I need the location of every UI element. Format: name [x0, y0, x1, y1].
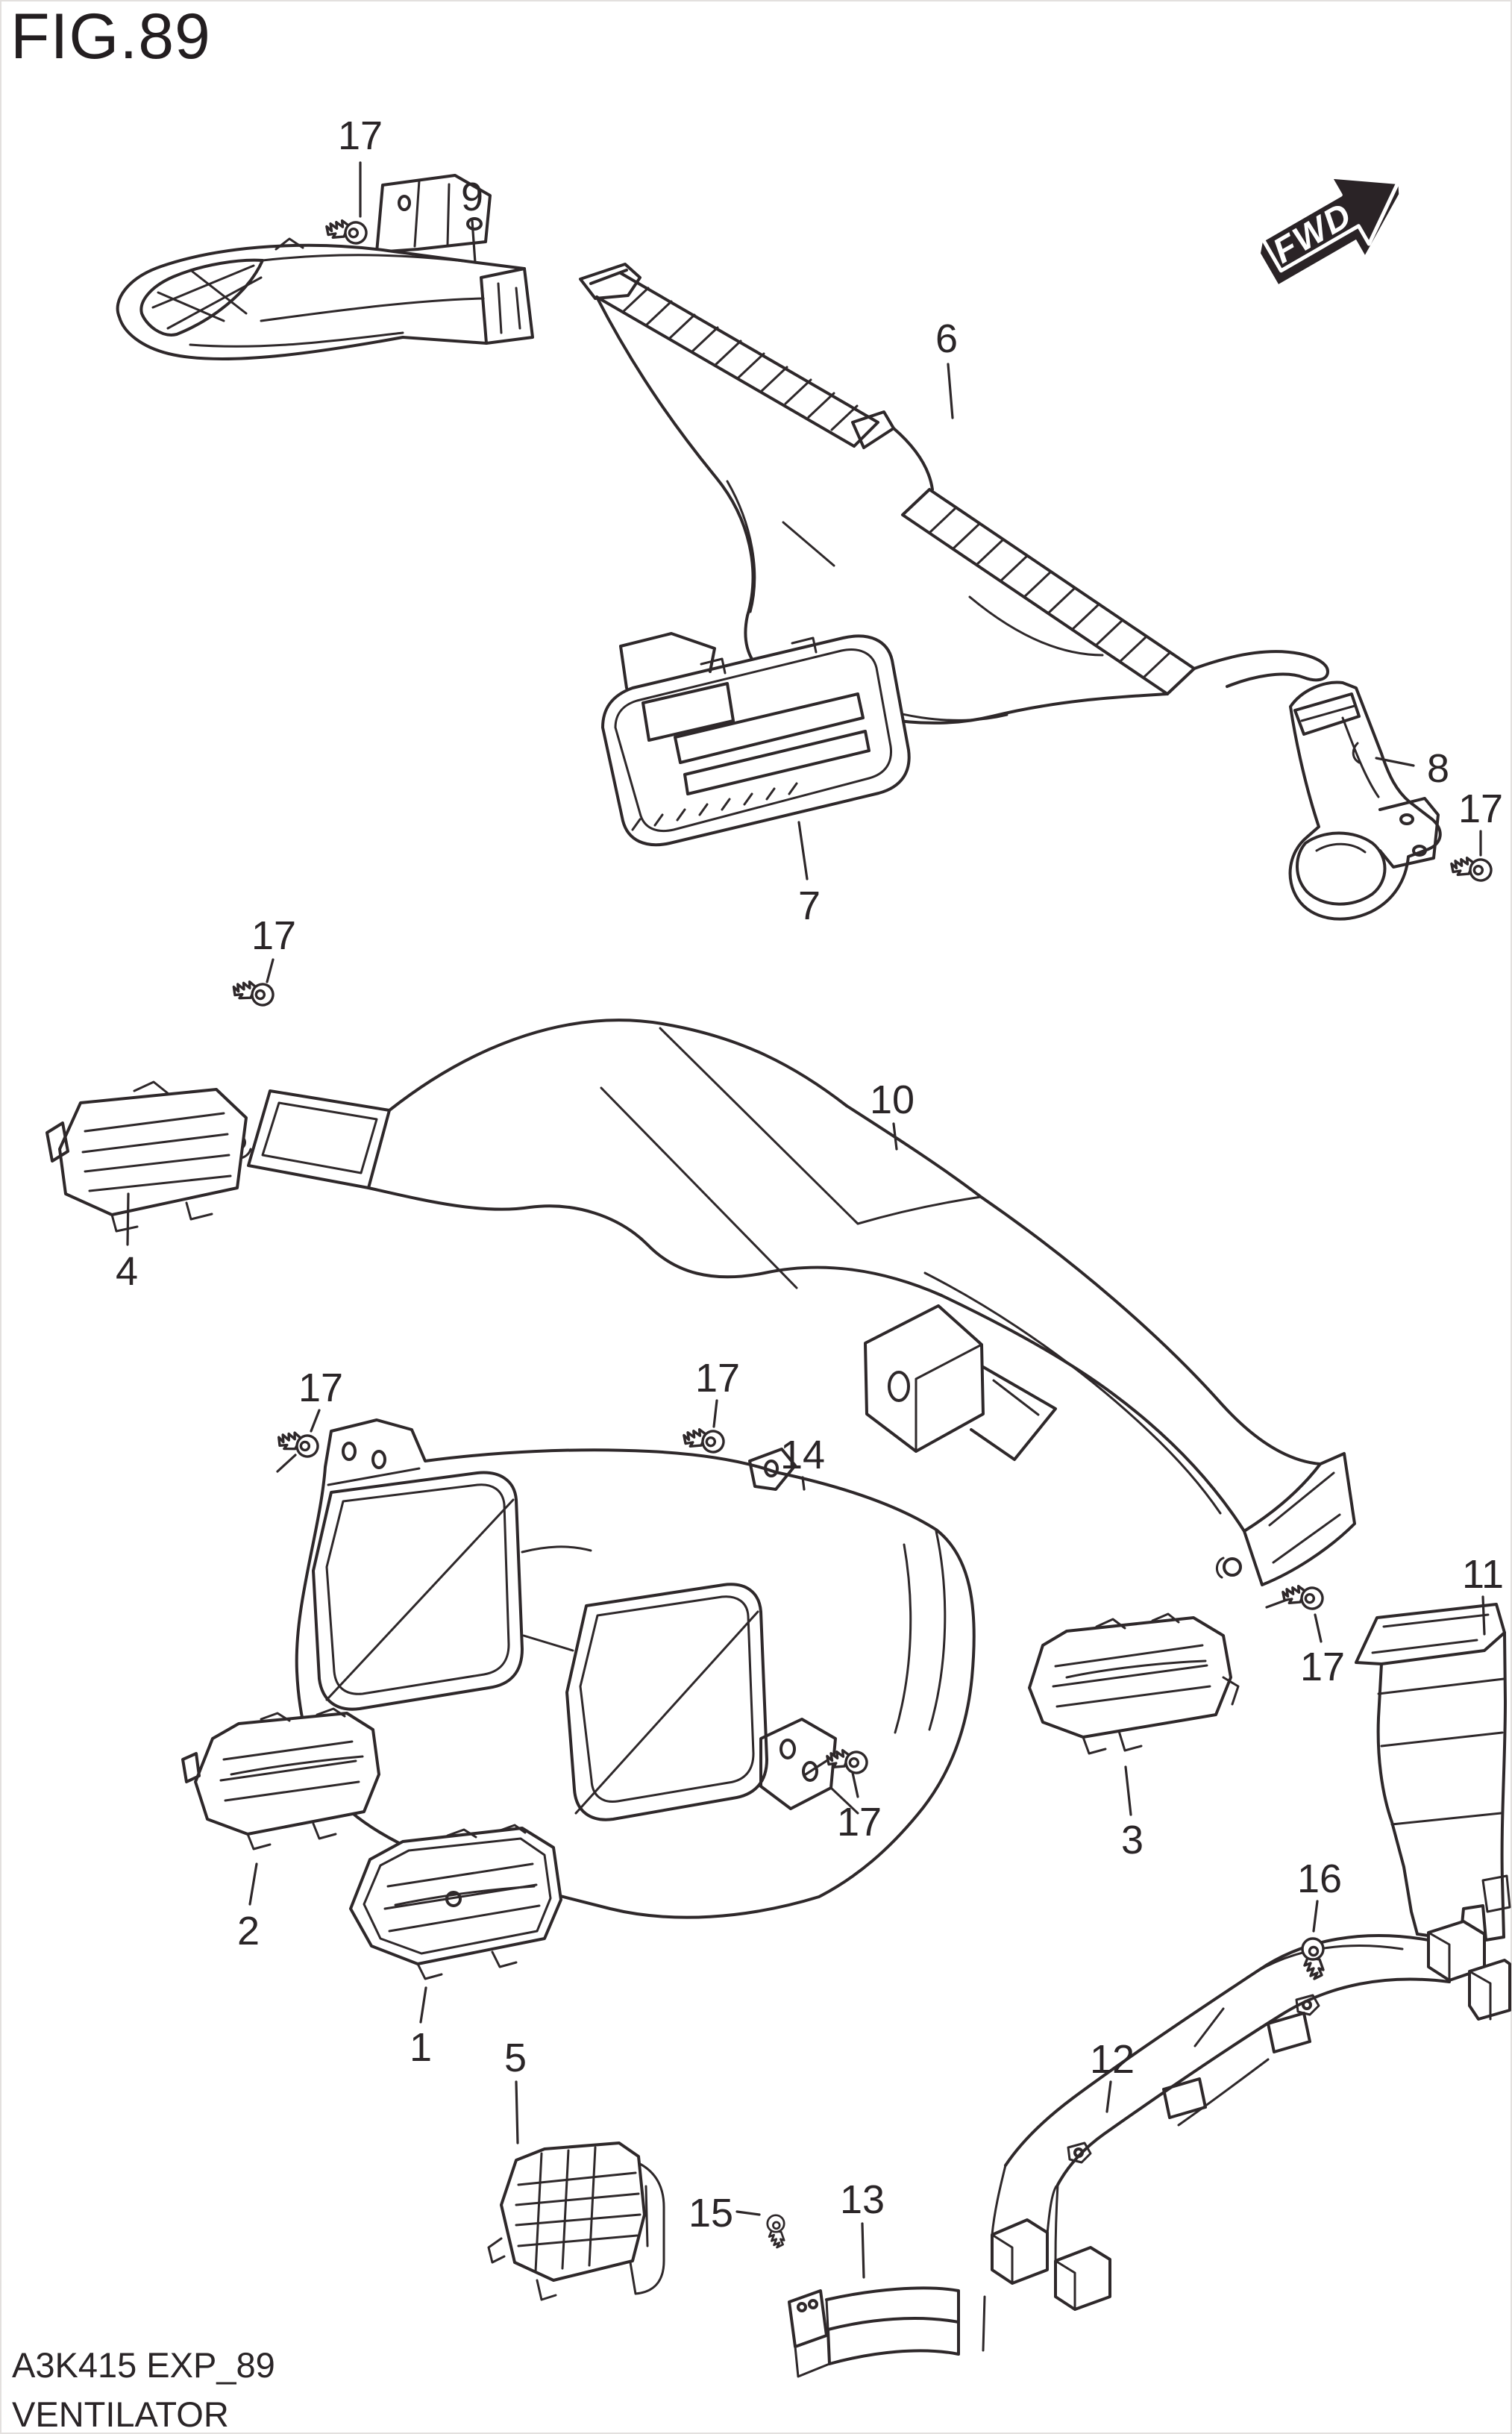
leader-line — [276, 1454, 297, 1473]
screw-15-icon — [766, 2214, 785, 2249]
leader-line — [851, 1771, 859, 1798]
callout-11: 11 — [1462, 1552, 1504, 1597]
part-6-defroster-duct — [579, 263, 1329, 725]
screw-17-icon — [683, 1427, 725, 1454]
leader-line — [1375, 757, 1415, 767]
callout-4: 4 — [116, 1249, 138, 1294]
leader-line — [310, 1409, 321, 1433]
figure-code: A3K415 EXP_89 — [12, 2345, 275, 2385]
screw-17-icon — [826, 1748, 868, 1774]
leader-line — [266, 958, 275, 983]
callout-17: 17 — [695, 1356, 740, 1401]
leader-line — [1124, 1765, 1132, 1816]
callout-17: 17 — [251, 913, 296, 958]
leader-line — [1481, 1595, 1486, 1636]
part-5-grille — [487, 2142, 665, 2301]
leader-line — [735, 2210, 761, 2216]
part-7-center-vent-plate — [601, 632, 911, 847]
callout-16: 16 — [1297, 1856, 1342, 1901]
fwd-arrow-face — [1261, 175, 1400, 273]
callout-13: 13 — [840, 2177, 885, 2222]
callout-17: 17 — [1300, 1645, 1345, 1689]
part-14-vent-housing — [295, 1418, 976, 1919]
screw-17-icon — [277, 1431, 319, 1458]
leader-line — [419, 1986, 427, 2024]
callout-3: 3 — [1121, 1818, 1144, 1862]
callout-17: 17 — [298, 1365, 343, 1410]
fwd-direction-indicator: FWD — [1261, 175, 1400, 284]
screw-17-icon — [325, 219, 368, 245]
figure-title: FIG.89 — [10, 1, 211, 72]
leader-line — [471, 219, 477, 264]
leader-line — [947, 363, 954, 419]
callout-5: 5 — [504, 2036, 527, 2080]
screw-16-icon — [1301, 1937, 1325, 1980]
part-9-demister-duct — [116, 174, 534, 361]
callout-6: 6 — [935, 316, 958, 361]
fwd-arrow-side-face — [1261, 182, 1399, 284]
part-13-duct-bracket — [788, 2286, 986, 2378]
leader-line — [712, 1399, 718, 1428]
callout-12: 12 — [1090, 2037, 1135, 2082]
callout-8: 8 — [1427, 746, 1449, 791]
callout-1: 1 — [410, 2025, 432, 2070]
part-11-rear-duct — [1355, 1603, 1511, 1942]
leader-line — [515, 2080, 519, 2144]
part-8-elbow-duct — [1288, 681, 1442, 921]
part-1-vent-louver — [349, 1824, 562, 1980]
callout-10: 10 — [870, 1077, 915, 1122]
callout-2: 2 — [237, 1909, 260, 1953]
callout-15: 15 — [688, 2191, 733, 2236]
screw-17-icon — [232, 980, 275, 1007]
leader-line — [248, 1862, 258, 1906]
callout-7: 7 — [798, 883, 821, 928]
callout-9: 9 — [461, 175, 483, 219]
part-12-floor-duct — [991, 1920, 1511, 2311]
callout-17: 17 — [1458, 786, 1503, 831]
leader-line — [1314, 1613, 1323, 1643]
screw-17-icon — [1282, 1584, 1324, 1610]
leader-line — [861, 2222, 865, 2279]
leader-line — [892, 1122, 898, 1151]
leader-line — [804, 1756, 832, 1776]
leader-line — [797, 821, 809, 880]
leader-line — [1312, 1900, 1319, 1933]
callout-17: 17 — [837, 1800, 882, 1845]
figure-name: VENTILATOR — [12, 2394, 229, 2434]
callout-17: 17 — [338, 113, 383, 158]
leader-line — [1105, 2080, 1112, 2113]
callout-14: 14 — [780, 1433, 825, 1477]
part-10-ventilation-duct — [225, 1019, 1356, 1586]
part-3-vent-louver — [1028, 1612, 1240, 1755]
screw-17-icon — [1450, 856, 1493, 882]
leader-line — [801, 1476, 806, 1491]
part-4-side-vent-louver — [46, 1080, 248, 1233]
part-2-vent-louver — [181, 1707, 380, 1850]
